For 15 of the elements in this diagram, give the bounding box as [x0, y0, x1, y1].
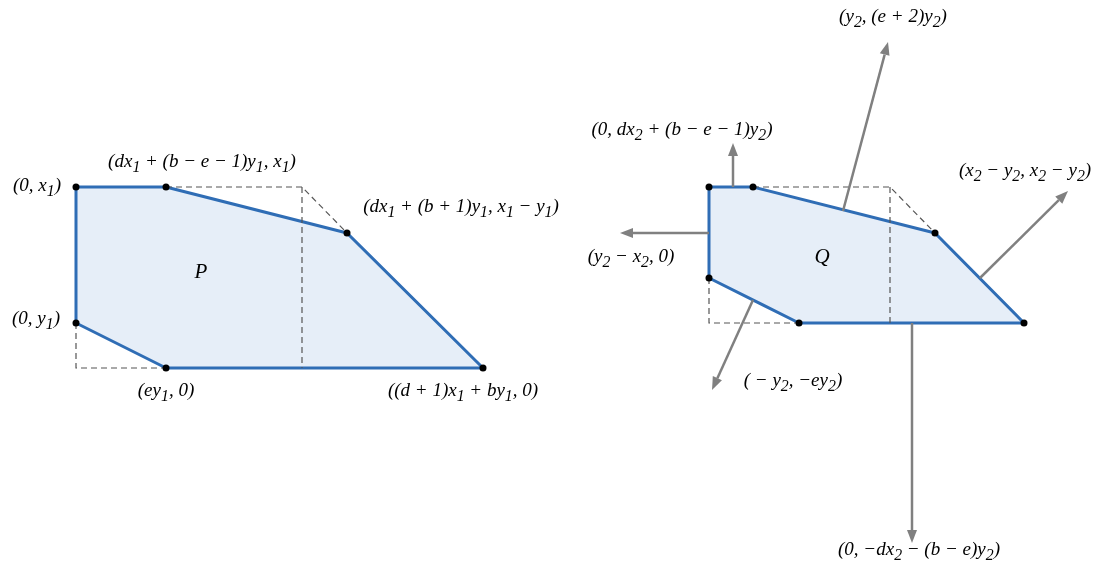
coordinate-label: ((d + 1)x$_{1}$ + by$_{1}$, 0) [387, 379, 539, 405]
coordinate-label: (0, y$_{1}$) [12, 307, 60, 333]
coordinate-label: (y$_{2}$, (e + 2)y$_{2}$) [839, 5, 947, 31]
coordinate-label: (dx$_{1}$ + (b + 1)y$_{1}$, x$_{1}$ − y$_{1}$) [363, 195, 559, 221]
coordinate-label: (0, dx$_{2}$ + (b − e − 1)y$_{2}$) [591, 118, 773, 144]
coordinate-label: (y$_{2}$ − x$_{2}$, 0) [587, 245, 675, 271]
coordinate-label: (x$_{2}$ − y$_{2}$, x$_{2}$ − y$_{2}$) [958, 159, 1092, 185]
coordinate-label: (0, −dx$_{2}$ − (b − e)y$_{2}$) [838, 538, 1000, 564]
polygon-label: P [194, 258, 208, 284]
coordinate-label: (dx$_{1}$ + (b − e − 1)y$_{1}$, x$_{1}$) [108, 150, 296, 176]
polygon-label: Q [814, 243, 830, 269]
coordinate-label: (ey$_{1}$, 0) [137, 379, 195, 405]
polygon [709, 187, 1024, 323]
coordinate-label: ( − y$_{2}$, −ey$_{2}$) [743, 369, 843, 395]
coordinate-label: (0, x$_{1}$) [13, 174, 61, 200]
